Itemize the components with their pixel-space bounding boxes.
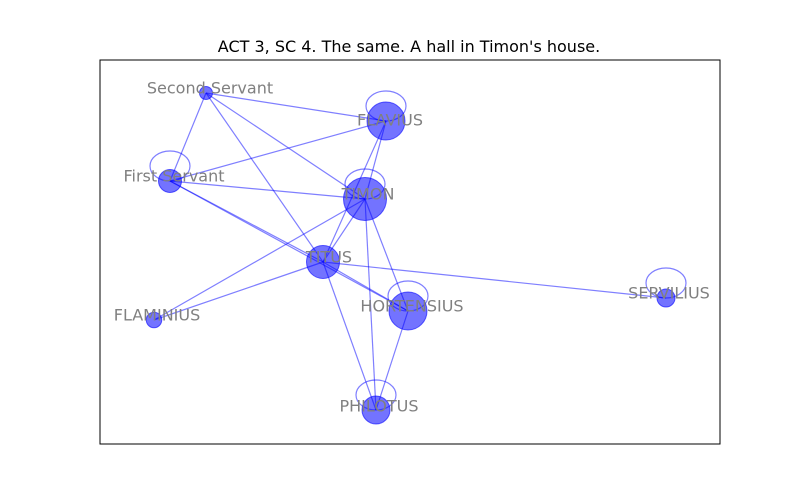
figure-title: ACT 3, SC 4. The same. A hall in Timon's… bbox=[218, 37, 600, 56]
node-flavius bbox=[366, 101, 406, 141]
edge-second_servant-first_servant bbox=[169, 92, 207, 182]
edge-first_servant-flavius bbox=[169, 120, 387, 182]
node-label-first_servant: First Servant bbox=[123, 167, 224, 186]
edge-first_servant-timon bbox=[169, 180, 366, 200]
edge-second_servant-flavius bbox=[205, 92, 387, 122]
edge-titus-servilius bbox=[322, 261, 667, 299]
edge-titus-flaminius bbox=[153, 261, 324, 321]
edge-timon-philotus bbox=[364, 198, 377, 411]
node-label-hortensius: HORTENSIUS bbox=[360, 297, 463, 316]
node-hortensius bbox=[388, 291, 428, 331]
node-label-flavius: FLAVIUS bbox=[357, 111, 423, 130]
plot-frame bbox=[99, 59, 721, 445]
node-timon bbox=[343, 177, 387, 221]
node-first_servant bbox=[158, 169, 182, 193]
edges-layer bbox=[153, 92, 667, 411]
node-philotus bbox=[361, 395, 391, 425]
node-label-servilius: SERVILIUS bbox=[628, 284, 710, 303]
edge-first_servant-hortensius bbox=[169, 180, 409, 312]
node-second_servant bbox=[199, 86, 213, 100]
edge-timon-flaminius bbox=[153, 198, 366, 321]
node-titus bbox=[306, 245, 340, 279]
self-loops-layer bbox=[149, 90, 687, 411]
node-label-titus: TITUS bbox=[305, 248, 352, 267]
node-label-philotus: PHILOTUS bbox=[340, 397, 419, 416]
node-label-flaminius: FLAMINIUS bbox=[114, 306, 201, 325]
nodes-layer bbox=[145, 86, 676, 425]
node-label-second_servant: Second Servant bbox=[147, 79, 273, 98]
edge-second_servant-timon bbox=[205, 92, 366, 200]
node-servilius bbox=[656, 288, 676, 308]
node-flaminius bbox=[145, 311, 163, 329]
node-label-timon: TIMON bbox=[341, 185, 395, 204]
edge-titus-philotus bbox=[322, 261, 377, 411]
